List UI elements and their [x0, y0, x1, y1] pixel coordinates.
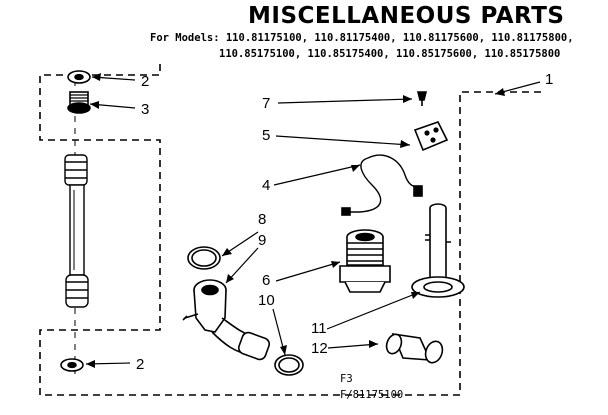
callout-1: 1 [545, 71, 554, 88]
clip-icon [413, 121, 449, 152]
screw-icon [416, 91, 428, 106]
page-title: MISCELLANEOUS PARTS [248, 3, 565, 29]
wire-harness-icon [341, 154, 423, 216]
callout-6: 6 [262, 272, 271, 289]
figure-code: F3 [340, 373, 353, 385]
washer-bottom-icon [60, 358, 84, 372]
callout-2-top: 2 [141, 73, 150, 90]
callout-8: 8 [258, 211, 267, 228]
elbow-fitting-icon [182, 279, 271, 361]
coupling-icon [67, 91, 91, 114]
callout-5: 5 [262, 127, 271, 144]
callout-10: 10 [258, 292, 275, 309]
threaded-fitting-icon [339, 229, 391, 293]
o-ring-icon [187, 246, 221, 270]
callout-2-bottom: 2 [136, 356, 145, 373]
connector-icon [385, 333, 444, 364]
washer-top-icon [67, 70, 91, 84]
callout-4: 4 [262, 177, 271, 194]
callout-12: 12 [311, 340, 328, 357]
callout-9: 9 [258, 232, 267, 249]
models-list-line-1: For Models: 110.81175100, 110.81175400, … [150, 32, 574, 44]
arrow-heads [86, 73, 505, 368]
assembly-outline [39, 64, 545, 396]
small-o-ring-icon [274, 354, 304, 376]
callout-7: 7 [262, 95, 271, 112]
figure-id: F/81175100 [340, 389, 404, 401]
models-list-line-2: 110.85175100, 110.85175400, 110.85175600… [219, 48, 561, 60]
callout-3: 3 [141, 101, 150, 118]
callout-11: 11 [311, 320, 327, 337]
standpipe-icon [411, 203, 465, 298]
hose-icon [64, 154, 89, 308]
